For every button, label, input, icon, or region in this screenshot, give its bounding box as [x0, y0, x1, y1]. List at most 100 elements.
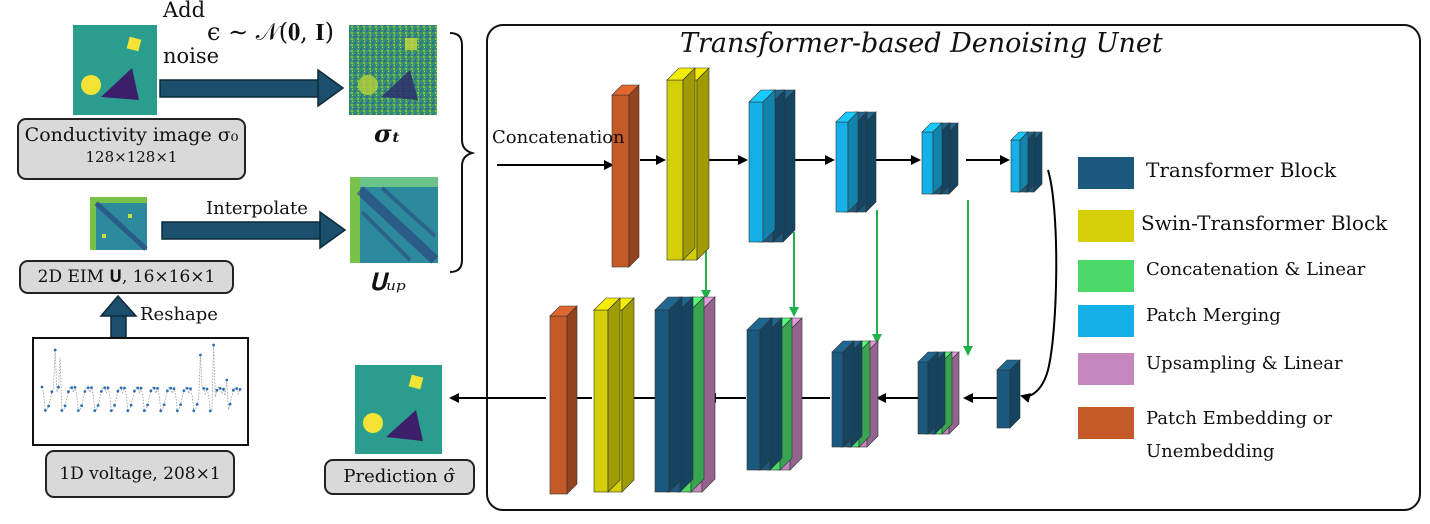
legend-label-patch-embedding: Patch Embedding or: [1146, 408, 1333, 429]
voltage-point: [86, 386, 90, 390]
voltage-point: [182, 389, 186, 392]
bottleneck-block: [996, 359, 1021, 429]
voltage-point: [162, 403, 166, 407]
add-noise-label: Add: [163, 0, 206, 22]
eim-image: [90, 197, 148, 251]
voltage-point: [67, 390, 70, 394]
voltage-point: [238, 388, 242, 391]
concatenation-label: Concatenation: [492, 127, 625, 148]
voltage-point: [109, 409, 113, 412]
prediction-image: [355, 365, 442, 454]
voltage-box-label: 1D voltage, 208×1: [59, 464, 221, 484]
conductivity-box-size: 128×128×1: [85, 148, 178, 166]
voltage-point: [103, 386, 107, 390]
voltage-point: [195, 403, 199, 406]
prediction-box: Prediction σ̂: [324, 459, 475, 495]
voltage-point: [126, 409, 130, 413]
legend-label-upsampling: Upsampling & Linear: [1146, 353, 1343, 374]
voltage-point: [76, 409, 80, 412]
unet-container: [486, 24, 1421, 511]
voltage-point: [136, 386, 140, 390]
legend-swatch-swin: [1078, 210, 1134, 242]
encoder-stage2-block-layer-0: [748, 89, 776, 243]
u-up-label: 𝐔ᵤₚ: [369, 268, 406, 296]
voltage-point: [40, 385, 44, 389]
eim-box-label: 2D EIM 𝐔, 16×16×1: [37, 267, 216, 287]
voltage-point: [175, 409, 179, 413]
voltage-point: [57, 385, 60, 389]
concat-brace: [449, 32, 476, 273]
legend-label-patch-merging: Patch Merging: [1146, 305, 1281, 326]
legend-label-swin: Swin-Transformer Block: [1141, 211, 1388, 235]
voltage-point: [215, 388, 219, 392]
voltage-point: [43, 409, 47, 412]
voltage-point: [222, 387, 225, 391]
interpolate-label: Interpolate: [206, 198, 308, 219]
reshape-arrow: [99, 294, 138, 339]
add-noise-arrow: [159, 68, 345, 108]
encoder-stage4-block-layer-0: [921, 122, 943, 195]
voltage-point: [159, 409, 163, 413]
voltage-point: [218, 387, 222, 390]
legend-label-transformer: Transformer Block: [1146, 158, 1337, 182]
voltage-point: [228, 402, 232, 406]
voltage-point: [53, 348, 57, 352]
noisy-image: [349, 25, 437, 115]
voltage-point: [202, 387, 206, 390]
legend-swatch-upsampling: [1078, 353, 1134, 385]
voltage-point: [133, 389, 136, 393]
diagram-title: Transformer-based Denoising Unet: [680, 28, 1163, 59]
voltage-point: [225, 378, 229, 382]
conductivity-image: [73, 25, 157, 115]
prediction-box-label: Prediction σ̂: [343, 466, 456, 487]
reshape-label: Reshape: [140, 304, 218, 325]
voltage-point: [63, 404, 67, 408]
decoder-unembedding-block: [549, 305, 578, 495]
voltage-point: [212, 343, 216, 347]
voltage-point: [93, 409, 97, 412]
voltage-point: [142, 409, 146, 413]
voltage-point: [100, 390, 103, 393]
legend-label-concat: Concatenation & Linear: [1146, 259, 1366, 280]
voltage-point: [169, 386, 173, 390]
voltage-point: [192, 409, 196, 413]
voltage-point: [185, 386, 189, 390]
sigma-t-label: σₜ: [374, 119, 401, 148]
encoder-patch-embedding-block: [611, 84, 640, 268]
voltage-point: [90, 386, 93, 389]
legend-swatch-transformer: [1078, 157, 1134, 189]
noise-label: noise: [163, 44, 220, 68]
voltage-point: [60, 409, 64, 412]
voltage-box: 1D voltage, 208×1: [45, 450, 235, 498]
conductivity-box: Conductivity image σ₀ 128×128×1: [17, 118, 246, 180]
voltage-point: [179, 403, 183, 406]
voltage-point: [116, 389, 120, 393]
voltage-point: [96, 404, 100, 407]
voltage-point: [139, 386, 143, 390]
legend-swatch-patch-merging: [1078, 305, 1134, 337]
noise-formula: ϵ ∼ 𝒩(𝟎, 𝐈): [207, 18, 335, 46]
voltage-point: [123, 386, 126, 390]
voltage-point: [113, 403, 116, 407]
voltage-point: [199, 353, 202, 357]
voltage-point: [235, 387, 239, 390]
voltage-point: [70, 386, 74, 390]
decoder-stage1-block-layer-0: [654, 296, 683, 493]
voltage-point: [166, 389, 169, 393]
voltage-point: [149, 389, 153, 393]
interpolate-arrow: [161, 210, 347, 250]
conductivity-box-title: Conductivity image σ₀: [24, 124, 239, 146]
decoder-stage2-block-layer-0: [746, 317, 773, 471]
voltage-point: [156, 387, 159, 390]
voltage-plot: [32, 337, 249, 446]
voltage-point: [83, 390, 87, 393]
voltage-point: [119, 386, 123, 390]
voltage-point: [189, 387, 192, 391]
u-up-image: [350, 177, 439, 264]
decoder-swin-block-layer-0: [593, 297, 621, 493]
encoder-stage5-block-layer-0: [1010, 131, 1029, 193]
voltage-point: [80, 404, 83, 408]
voltage-point: [208, 409, 212, 413]
